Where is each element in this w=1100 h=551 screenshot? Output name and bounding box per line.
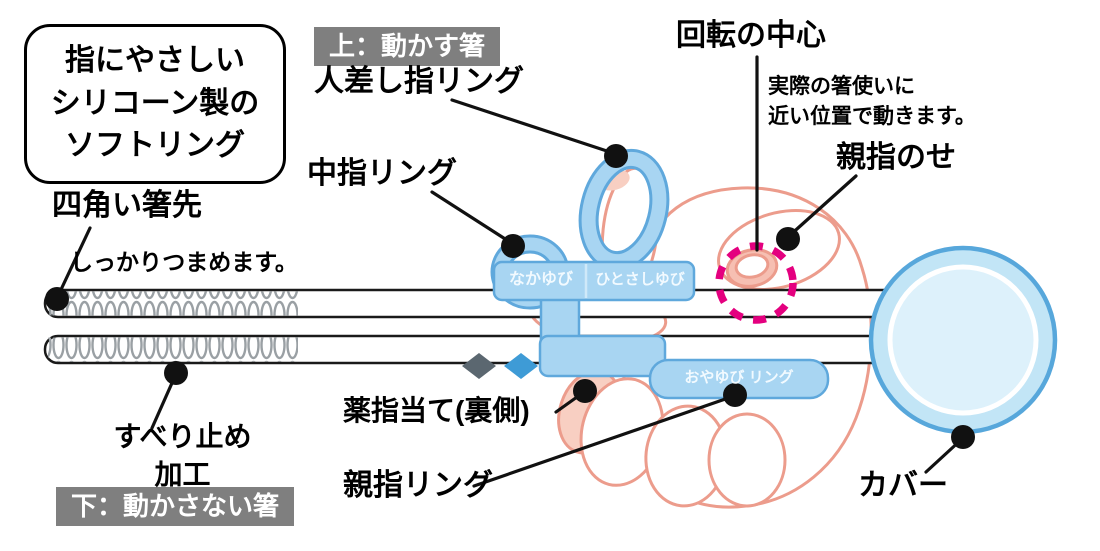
label-square-tip-note: しっかりつまめます。 <box>70 249 298 275</box>
dot-index-ring <box>604 144 628 168</box>
band-label-middle-finger: なかゆび <box>508 271 573 288</box>
upper-grip-texture <box>48 291 298 316</box>
dot-middle-ring <box>501 234 525 258</box>
lower-ring-band <box>538 334 667 378</box>
nonslip-line-1: すべり止め <box>113 421 252 452</box>
title-line-3: ソフトリング <box>65 129 245 163</box>
blue-diamond-marker <box>504 353 538 379</box>
band-label-index-finger: ひとさしゆび <box>595 271 685 288</box>
title-line-2: シリコーン製の <box>50 86 260 120</box>
upper-ring-band <box>492 260 696 302</box>
dot-cover <box>951 425 975 449</box>
gray-diamond-marker <box>462 353 496 379</box>
label-thumb-ring: 親指リング <box>343 469 493 502</box>
band-label-thumb-ring: おやゆび リング <box>684 369 794 386</box>
line-square-tip <box>56 226 92 298</box>
badge-top-moving-chopstick: 上：動かす箸 <box>314 27 501 66</box>
label-ring-finger-pad: 薬指当て(裏側) <box>343 395 530 426</box>
callout-dots <box>45 144 975 449</box>
thumb-nail <box>734 253 770 279</box>
curled-finger-3 <box>707 412 787 508</box>
dot-square-tip <box>45 287 69 311</box>
title-box: 指にやさしい シリコーン製の ソフトリング <box>24 24 286 184</box>
dot-thumb-ring <box>723 383 747 407</box>
badge-bottom-fixed-chopstick: 下：動かさない箸 <box>56 487 295 526</box>
label-square-tip: 四角い箸先 <box>52 189 202 222</box>
line-middle-ring <box>430 190 515 246</box>
cover-inner <box>887 264 1039 416</box>
silicone-rings <box>490 148 830 400</box>
line-index-ring <box>450 98 618 156</box>
rotation-center-note: 実際の箸使いに 近い位置で動きます。 <box>768 72 976 133</box>
rotation-note-line-1: 実際の箸使いに <box>768 75 915 98</box>
label-rotation-center: 回転の中心 <box>676 19 826 52</box>
line-thumb-rest <box>786 174 858 239</box>
lower-grip-texture <box>48 337 298 362</box>
callout-lines <box>56 55 965 488</box>
label-cover: カバー <box>858 469 948 502</box>
label-index-finger-ring: 人差し指リング <box>314 65 524 98</box>
label-thumb-rest: 親指のせ <box>836 141 956 174</box>
label-middle-finger-ring: 中指リング <box>307 157 457 190</box>
cover-disc <box>868 245 1058 435</box>
rotation-note-line-2: 近い位置で動きます。 <box>768 105 976 129</box>
nonslip-line-2: 加工 <box>154 458 211 490</box>
label-nonslip: すべり止め 加工 <box>75 418 290 494</box>
dot-nonslip <box>164 361 188 385</box>
index-finger-loop <box>581 151 667 269</box>
dot-ring-finger-pad <box>573 379 597 403</box>
line-thumb-ring <box>472 394 736 488</box>
dot-thumb-rest <box>776 227 800 251</box>
title-line-1: 指にやさしい <box>65 44 245 78</box>
